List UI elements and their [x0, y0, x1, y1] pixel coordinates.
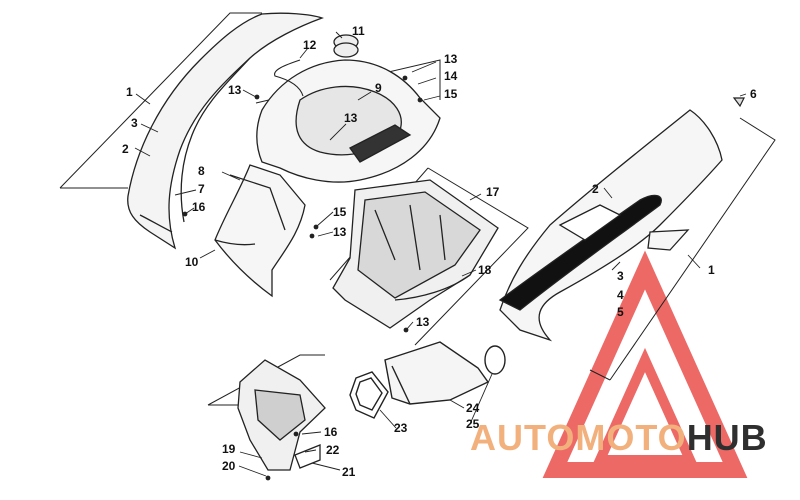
watermark-auto: AUTO — [470, 417, 576, 458]
callout-1-right: 1 — [708, 263, 715, 277]
leader-lines — [134, 31, 747, 477]
callout-3-right: 3 — [617, 269, 624, 283]
callout-9: 9 — [375, 81, 382, 95]
watermark-triangle-icon — [542, 250, 748, 478]
callout-12: 12 — [303, 38, 317, 52]
callout-2-left: 2 — [122, 142, 129, 156]
callout-6: 6 — [750, 87, 757, 101]
callout-4: 4 — [617, 288, 624, 302]
callout-15-a: 15 — [444, 87, 458, 101]
callout-13-a: 13 — [228, 83, 242, 97]
callout-23: 23 — [394, 421, 408, 435]
duct-24 — [384, 341, 490, 405]
callout-10: 10 — [185, 255, 199, 269]
watermark-moto: MOTO — [575, 417, 687, 458]
callout-11: 11 — [352, 24, 365, 38]
seal-23 — [349, 371, 389, 419]
watermark-hub: HUB — [686, 417, 768, 458]
fastener-6 — [732, 97, 745, 108]
callout-15-b: 15 — [333, 205, 347, 219]
callout-8: 8 — [198, 164, 205, 178]
lower-front-panel — [237, 359, 326, 471]
callout-24: 24 — [466, 401, 480, 415]
callout-19: 19 — [222, 442, 236, 456]
callout-20: 20 — [222, 459, 236, 473]
callout-22: 22 — [326, 443, 340, 457]
callout-18: 18 — [478, 263, 492, 277]
right-side-panel — [498, 109, 723, 342]
wire-12 — [274, 59, 304, 97]
callout-13-c: 13 — [344, 111, 358, 125]
callout-7: 7 — [198, 182, 205, 196]
callout-21: 21 — [342, 465, 356, 479]
callout-14: 14 — [444, 69, 458, 83]
callout-3-left: 3 — [131, 116, 138, 130]
callout-16-b: 16 — [324, 425, 338, 439]
callout-13-b: 13 — [444, 52, 458, 66]
storage-tub — [332, 179, 499, 329]
callout-25: 25 — [466, 417, 480, 431]
callout-13-d: 13 — [333, 225, 347, 239]
center-hood — [214, 59, 441, 298]
watermark-logo: AUTOMOTOHUB — [470, 418, 768, 458]
callout-16-a: 16 — [192, 200, 206, 214]
clamp-25 — [484, 345, 506, 375]
callout-13-e: 13 — [416, 315, 430, 329]
callout-17: 17 — [486, 185, 500, 199]
callout-5: 5 — [617, 305, 624, 319]
grommet-11 — [333, 34, 359, 58]
callout-1-left: 1 — [126, 85, 133, 99]
callout-2-right: 2 — [592, 182, 599, 196]
